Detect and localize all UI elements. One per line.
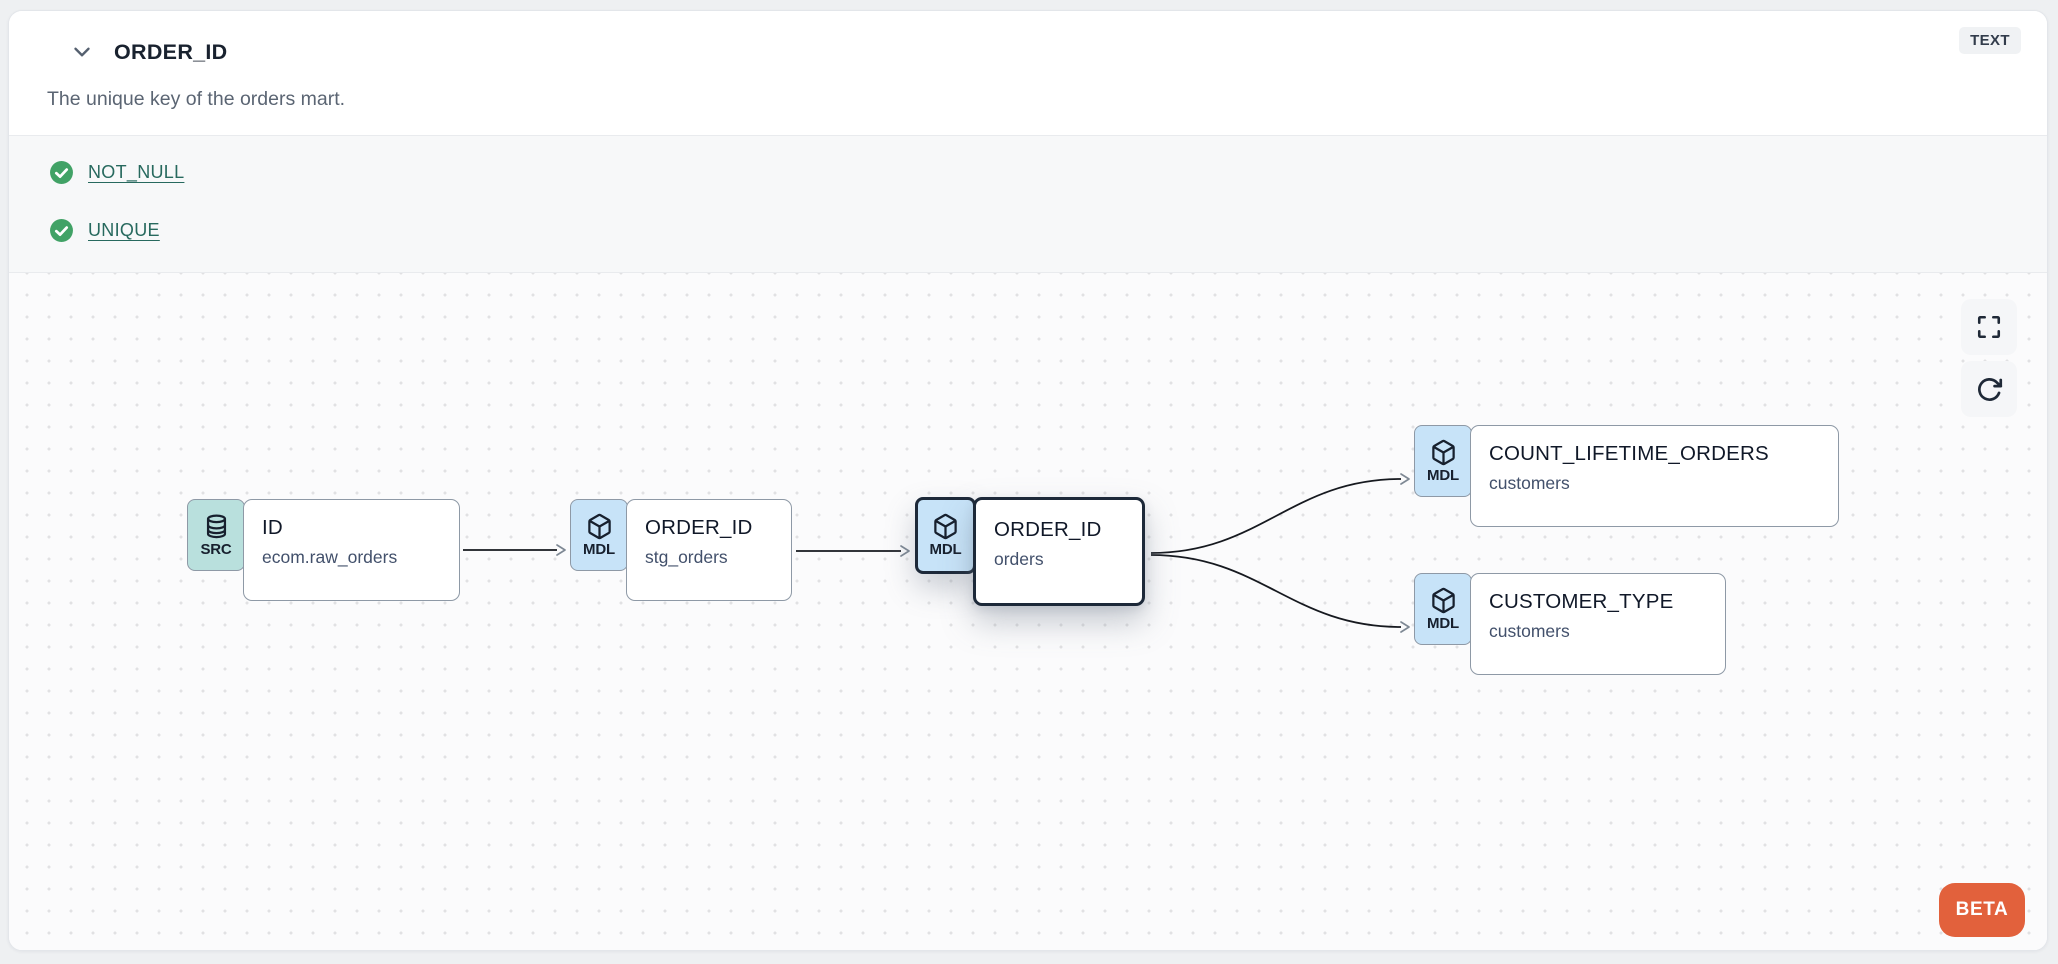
canvas-controls — [1961, 299, 2017, 417]
node-subtitle: orders — [994, 549, 1044, 569]
badge-label: MDL — [929, 541, 962, 558]
column-header: ORDER_ID TEXT The unique key of the orde… — [9, 11, 2047, 135]
lineage-node-stg-orders[interactable]: MDL ORDER_ID stg_orders — [570, 499, 792, 601]
fullscreen-button[interactable] — [1961, 299, 2017, 355]
cube-icon — [1430, 587, 1457, 614]
model-badge: MDL — [570, 499, 628, 571]
node-title: ID — [262, 516, 283, 539]
source-badge: SRC — [187, 499, 245, 571]
node-card: ORDER_ID orders — [973, 497, 1145, 606]
cube-icon — [932, 513, 959, 540]
node-card: ORDER_ID stg_orders — [626, 499, 792, 601]
node-card: CUSTOMER_TYPE customers — [1470, 573, 1726, 675]
node-title: ORDER_ID — [645, 516, 753, 539]
test-pass-check-icon — [49, 218, 74, 243]
lineage-node-customer-type[interactable]: MDL CUSTOMER_TYPE customers — [1414, 573, 1726, 675]
node-title: COUNT_LIFETIME_ORDERS — [1489, 442, 1769, 465]
cube-icon — [586, 513, 613, 540]
model-badge: MDL — [1414, 425, 1472, 497]
test-pass-check-icon — [49, 160, 74, 185]
beta-badge-button[interactable]: BETA — [1939, 883, 2025, 937]
tests-section: NOT_NULL UNIQUE — [9, 135, 2047, 273]
node-title: ORDER_ID — [994, 518, 1102, 541]
database-icon — [203, 513, 230, 540]
badge-label: MDL — [583, 540, 615, 558]
node-title: CUSTOMER_TYPE — [1489, 590, 1674, 613]
model-badge: MDL — [1414, 573, 1472, 645]
test-link-not-null[interactable]: NOT_NULL — [88, 161, 185, 182]
refresh-icon — [1976, 376, 2003, 403]
lineage-canvas[interactable]: SRC ID ecom.raw_orders MDL ORDER_ID stg_… — [9, 273, 2047, 950]
column-details-card: ORDER_ID TEXT The unique key of the orde… — [8, 10, 2048, 951]
column-type-badge: TEXT — [1959, 27, 2021, 54]
test-link-unique[interactable]: UNIQUE — [88, 219, 160, 240]
node-card: ID ecom.raw_orders — [243, 499, 460, 601]
lineage-node-count-lifetime-orders[interactable]: MDL COUNT_LIFETIME_ORDERS customers — [1414, 425, 1839, 527]
cube-icon — [1430, 439, 1457, 466]
badge-label: SRC — [200, 540, 232, 558]
node-subtitle: customers — [1489, 473, 1570, 493]
lineage-node-source-id[interactable]: SRC ID ecom.raw_orders — [187, 499, 460, 601]
node-card: COUNT_LIFETIME_ORDERS customers — [1470, 425, 1839, 527]
column-name-title: ORDER_ID — [114, 39, 228, 64]
lineage-node-orders-selected[interactable]: MDL ORDER_ID orders — [915, 497, 1145, 606]
test-row: UNIQUE — [49, 215, 2047, 245]
model-badge: MDL — [915, 497, 976, 574]
node-subtitle: stg_orders — [645, 547, 728, 567]
chevron-down-icon — [69, 39, 95, 65]
badge-label: MDL — [1427, 614, 1459, 632]
column-description: The unique key of the orders mart. — [47, 88, 346, 110]
badge-label: MDL — [1427, 466, 1459, 484]
refresh-button[interactable] — [1961, 361, 2017, 417]
node-subtitle: ecom.raw_orders — [262, 547, 398, 567]
test-row: NOT_NULL — [49, 157, 2047, 187]
collapse-chevron-button[interactable] — [67, 37, 97, 67]
node-subtitle: customers — [1489, 621, 1570, 641]
lineage-edges — [463, 473, 1410, 633]
maximize-icon — [1976, 314, 2002, 340]
